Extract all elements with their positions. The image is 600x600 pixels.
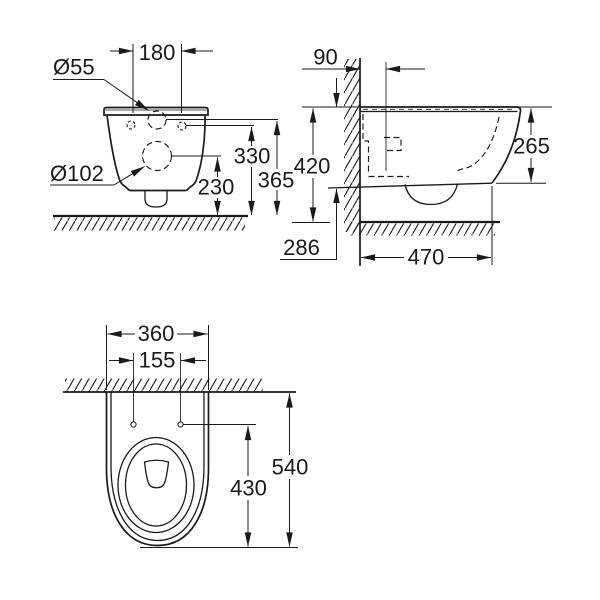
dim-label-d102: Ø102 <box>50 161 104 186</box>
side-inlet-socket-dashed <box>384 136 402 152</box>
dim-side-470: 470 <box>360 186 493 270</box>
dim-side-286: 286 <box>280 78 340 260</box>
plan-wall-hatch <box>65 378 263 392</box>
side-outlet-bump <box>404 183 459 206</box>
front-fixing-hole-right <box>177 121 187 131</box>
dim-label-155: 155 <box>139 348 176 373</box>
front-outlet-circle-d102 <box>141 140 173 172</box>
label-front-d55: Ø55 <box>53 55 149 111</box>
side-floor-hatch <box>347 223 495 236</box>
dim-label-d55: Ø55 <box>53 55 95 80</box>
side-flush-channel-dashed <box>362 114 370 174</box>
plan-flush-outlet-shape <box>143 459 170 489</box>
side-bottom-line <box>327 182 493 189</box>
dim-label-230: 230 <box>198 175 235 200</box>
dim-label-180: 180 <box>139 40 176 65</box>
dim-label-90: 90 <box>313 45 337 70</box>
dim-front-330: 330 <box>234 126 271 216</box>
front-inlet-circle-d55 <box>147 110 167 130</box>
plan-outer-outline <box>105 392 210 547</box>
front-fixing-hole-left <box>126 120 136 130</box>
dim-label-470: 470 <box>408 245 445 270</box>
dim-label-430: 430 <box>230 476 267 501</box>
dim-plan-540: 540 <box>272 393 309 547</box>
label-front-d102: Ø102 <box>50 161 145 186</box>
dim-label-420: 420 <box>294 154 331 179</box>
plan-inner-outline <box>110 392 205 542</box>
plan-fixing-hole-left <box>130 421 137 428</box>
front-body-outline <box>106 114 206 192</box>
dim-label-330: 330 <box>234 144 271 169</box>
dim-label-265: 265 <box>513 134 550 159</box>
front-outlet-spigot <box>144 190 168 208</box>
side-wall-hatch <box>344 59 360 232</box>
side-front-curve <box>491 111 522 184</box>
dim-label-365: 365 <box>258 168 295 193</box>
plan-seat-outer-oval <box>117 436 195 534</box>
dim-side-420: 420 <box>292 106 359 223</box>
dim-side-265: 265 <box>496 106 552 184</box>
dim-front-365: 365 <box>258 120 295 216</box>
side-view: 90 420 286 265 <box>280 45 552 270</box>
side-inner-bowl-dashed <box>455 116 500 173</box>
dim-label-360: 360 <box>138 321 175 346</box>
dim-plan-155: 155 <box>109 348 206 373</box>
front-rim-band <box>103 106 209 116</box>
plan-view: 360 155 540 430 <box>63 321 308 548</box>
dim-front-180: 180 <box>110 40 213 113</box>
front-floor-hatch <box>54 217 245 231</box>
dim-label-286: 286 <box>283 235 320 260</box>
plan-fixing-hole-right <box>177 421 184 428</box>
plan-bowl-inner-oval <box>124 443 188 527</box>
dim-side-90: 90 <box>302 45 425 73</box>
dim-label-540: 540 <box>272 455 309 480</box>
dim-plan-430: 430 <box>230 425 267 547</box>
dim-plan-360: 360 <box>106 321 209 390</box>
dim-front-230: 230 <box>198 157 235 216</box>
front-view: 180 Ø55 Ø102 230 330 <box>50 40 294 231</box>
side-seat-front-cap <box>516 106 522 113</box>
